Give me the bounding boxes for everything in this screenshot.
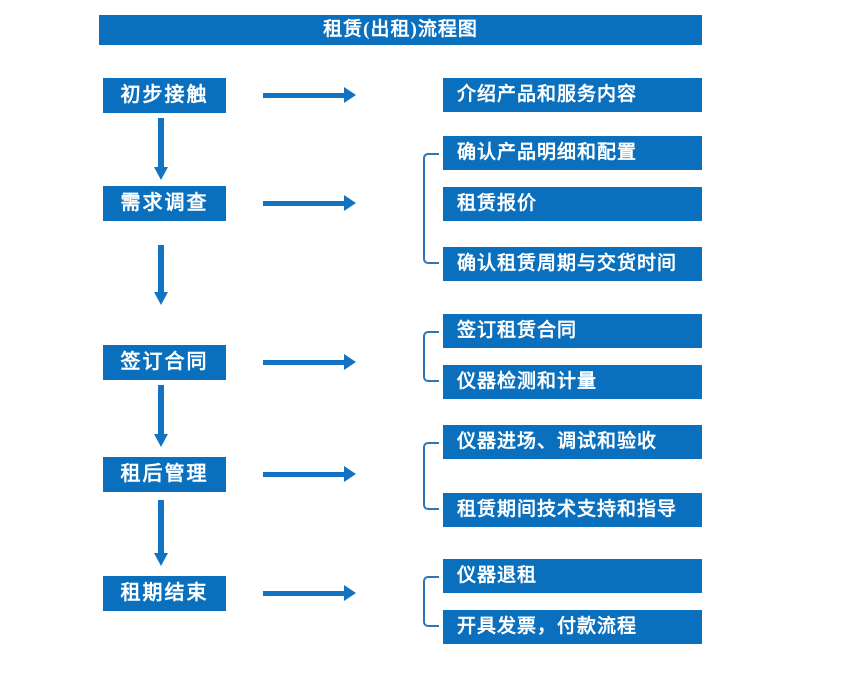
arrow-right-icon: [263, 93, 344, 98]
arrow-down-head-icon: [154, 434, 168, 447]
stage-box-initial-contact: 初步接触: [103, 78, 226, 113]
arrow-right-head-icon: [344, 354, 356, 370]
output-box-tech-support: 租赁期间技术支持和指导: [443, 493, 702, 527]
output-box-instrument-return: 仪器退租: [443, 559, 702, 593]
arrow-right-head-icon: [344, 87, 356, 103]
arrow-down-icon: [158, 118, 164, 167]
output-box-confirm-details: 确认产品明细和配置: [443, 136, 702, 170]
arrow-right-icon: [263, 360, 344, 365]
group-bracket: [423, 331, 439, 382]
stage-box-demand-survey: 需求调查: [103, 186, 226, 221]
output-box-rental-quote: 租赁报价: [443, 187, 702, 221]
arrow-right-icon: [263, 472, 344, 477]
flowchart-title: 租赁(出租)流程图: [99, 15, 702, 45]
output-box-instrument-testing: 仪器检测和计量: [443, 365, 702, 399]
output-box-invoice-payment: 开具发票，付款流程: [443, 610, 702, 644]
arrow-right-icon: [263, 201, 344, 206]
stage-box-post-rental-mgmt: 租后管理: [103, 457, 226, 492]
output-box-sign-rental-contract: 签订租赁合同: [443, 314, 702, 348]
arrow-down-icon: [158, 245, 164, 292]
arrow-right-head-icon: [344, 466, 356, 482]
stage-box-lease-end: 租期结束: [103, 576, 226, 611]
arrow-right-head-icon: [344, 585, 356, 601]
stage-box-sign-contract: 签订合同: [103, 345, 226, 380]
output-box-confirm-period: 确认租赁周期与交货时间: [443, 247, 702, 281]
group-bracket: [423, 153, 439, 264]
arrow-right-head-icon: [344, 195, 356, 211]
arrow-down-icon: [158, 500, 164, 553]
arrow-down-icon: [158, 385, 164, 434]
arrow-down-head-icon: [154, 553, 168, 566]
group-bracket: [423, 442, 439, 510]
arrow-down-head-icon: [154, 167, 168, 180]
output-box-instrument-setup: 仪器进场、调试和验收: [443, 425, 702, 459]
arrow-right-icon: [263, 591, 344, 596]
arrow-down-head-icon: [154, 292, 168, 305]
group-bracket: [423, 576, 439, 627]
output-box-introduce-products: 介绍产品和服务内容: [443, 78, 702, 112]
